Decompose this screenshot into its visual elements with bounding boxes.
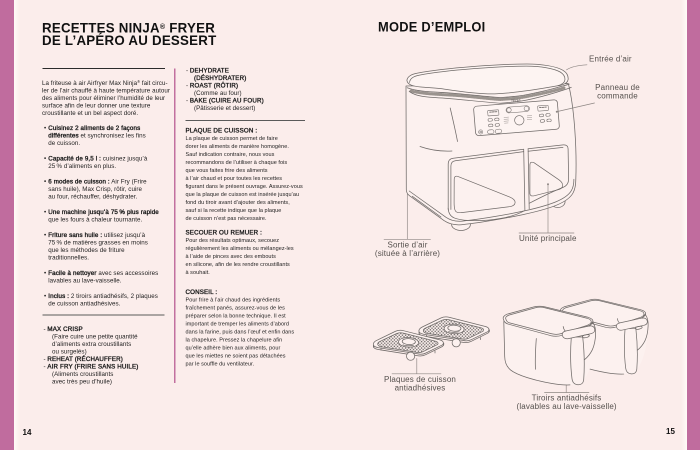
svg-text:Ninja: Ninja xyxy=(511,97,521,103)
